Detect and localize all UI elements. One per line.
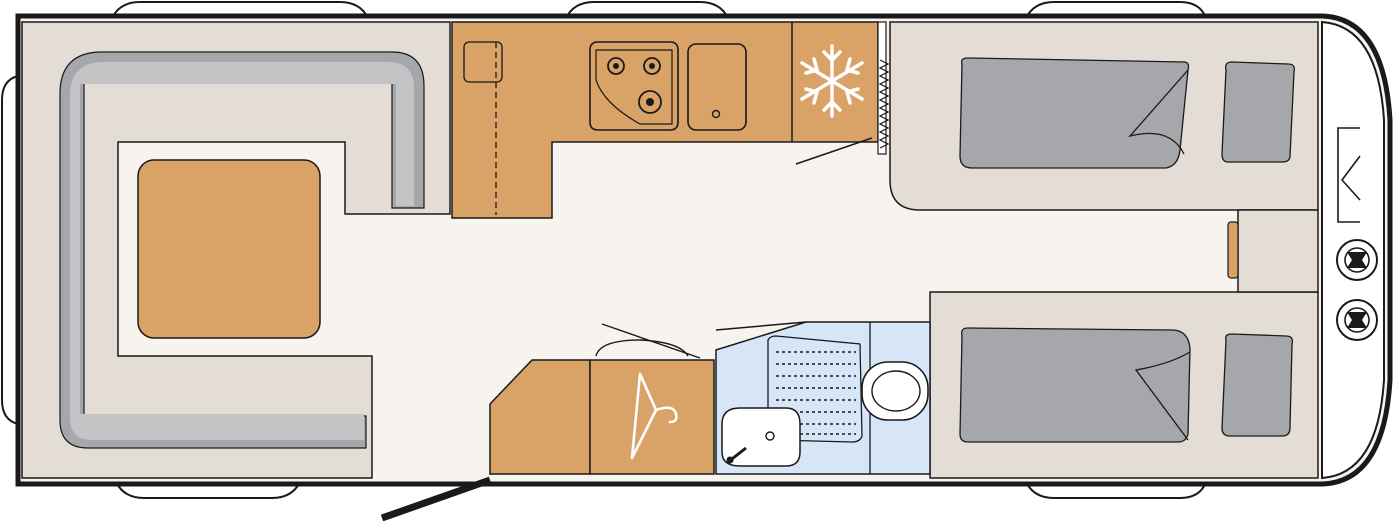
front-locker-hatch bbox=[1337, 127, 1361, 223]
washroom-basin bbox=[721, 407, 801, 467]
fridge bbox=[791, 22, 864, 142]
burner-3 bbox=[638, 90, 662, 114]
wardrobe-door-swing bbox=[595, 323, 701, 359]
single-bed-bottom bbox=[929, 291, 1319, 479]
gas-bottle-icon bbox=[1336, 239, 1378, 341]
burner-2 bbox=[643, 57, 661, 75]
u-shaped-seating-dinette bbox=[21, 21, 451, 479]
hob-3-burner bbox=[589, 41, 679, 131]
hanger-icon bbox=[630, 372, 678, 460]
window-rear bbox=[1, 74, 19, 426]
sink bbox=[687, 43, 747, 131]
single-bed-top bbox=[889, 21, 1319, 211]
pillow-bottom bbox=[1221, 333, 1294, 437]
entry-door bbox=[380, 476, 492, 521]
cupboard-outline bbox=[463, 41, 503, 83]
washroom-toilet bbox=[861, 361, 929, 421]
bedside-shelf bbox=[1227, 221, 1239, 279]
snowflake-icon bbox=[800, 44, 864, 118]
pillow-top bbox=[1221, 61, 1296, 163]
fridge-door bbox=[795, 137, 873, 165]
washroom-door bbox=[715, 321, 807, 331]
sink-drain bbox=[711, 109, 721, 119]
wardrobe bbox=[589, 359, 715, 475]
bedside-cabinet bbox=[1227, 209, 1319, 293]
heater-icon bbox=[877, 21, 890, 155]
washroom bbox=[715, 321, 931, 475]
mattress-bottom bbox=[959, 327, 1191, 443]
mattress-top bbox=[959, 57, 1190, 169]
table bbox=[137, 159, 321, 339]
seat-cushion-outline bbox=[59, 51, 425, 449]
burner-1 bbox=[607, 57, 625, 75]
